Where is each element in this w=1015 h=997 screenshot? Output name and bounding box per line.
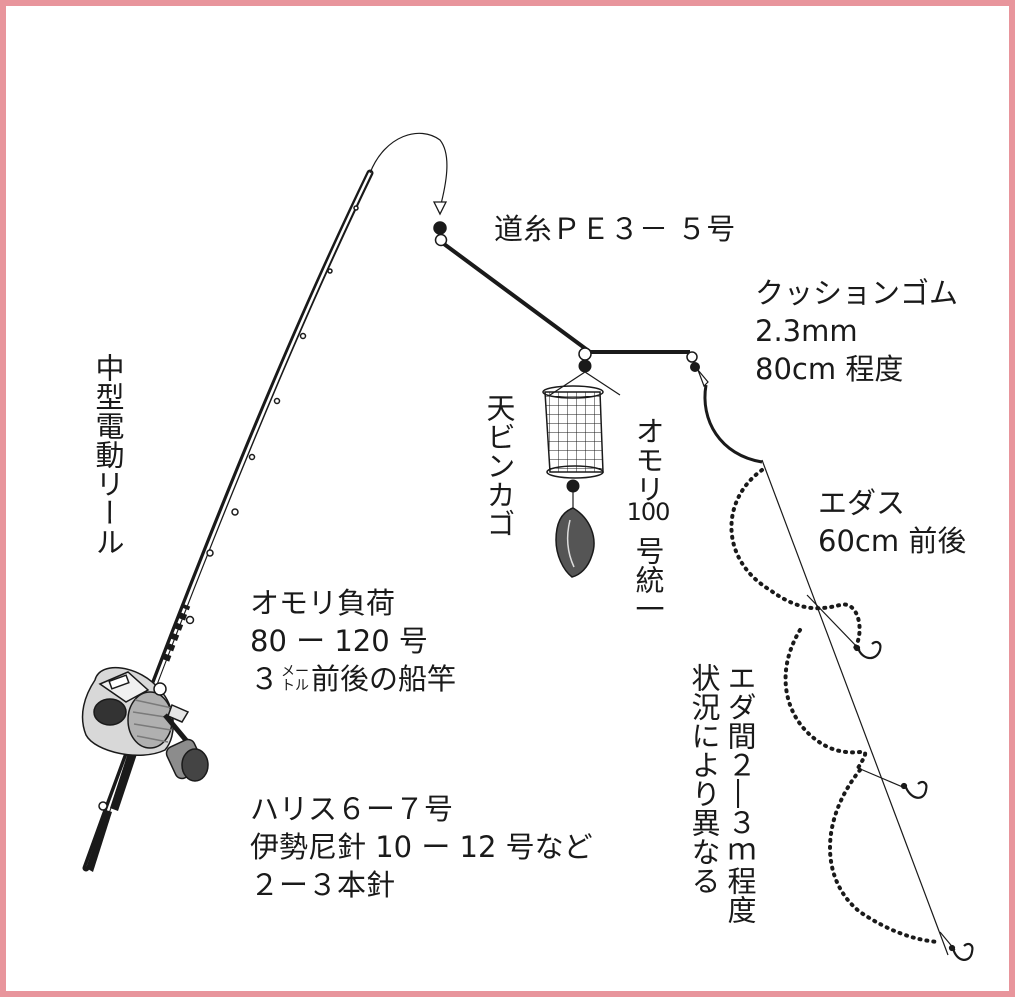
electric-reel	[81, 666, 209, 782]
cushion-gum	[686, 351, 763, 464]
reel-label: 中型電動リール	[91, 353, 125, 556]
omori-label: オモリ 100 号統一	[626, 416, 671, 623]
harisu-label: ハリス６ー７号 伊勢尼針 10 ー 12 号など ２ー３本針	[250, 792, 593, 902]
edasu-label: エダス 60cm 前後	[818, 486, 967, 558]
eda-gap-label: エダ間２―３ｍ程度 状況により異なる	[687, 663, 757, 924]
leader-line	[442, 242, 690, 354]
main-line-label: 道糸ＰＥ３－ ５号	[494, 212, 736, 246]
rod-label: オモリ負荷 80 ー 120 号 ３ メー トル 前後の船竿	[250, 586, 457, 696]
tenbin-basket	[542, 347, 621, 578]
fishing-rod	[82, 169, 374, 872]
edasu-dotted-branches	[729, 468, 940, 944]
swivel-top	[433, 221, 448, 247]
rod-length-line: ３ メー トル 前後の船竿	[250, 662, 457, 696]
tenbin-basket-label: 天ビンカゴ	[482, 393, 516, 538]
rod-guides	[98, 205, 359, 811]
fish-hooks	[853, 640, 974, 961]
main-line	[369, 132, 448, 216]
cushion-gum-label: クッションゴム 2.3mm 80cm 程度	[755, 276, 959, 386]
